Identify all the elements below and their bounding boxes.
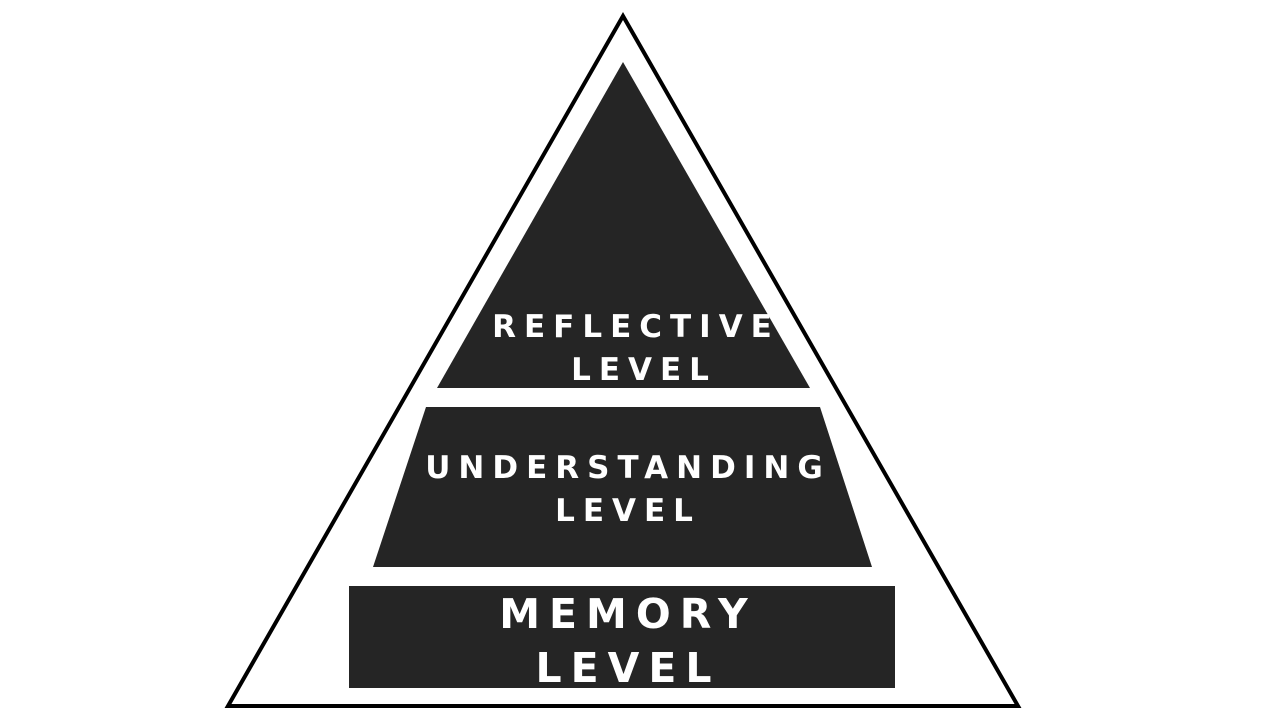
understanding-level: UNDERSTANDING LEVEL <box>373 407 872 567</box>
reflective-level-label-line2: LEVEL <box>571 352 717 388</box>
understanding-level-shape <box>373 407 872 567</box>
reflective-level-label-line1: REFLECTIVE <box>492 309 780 345</box>
memory-level: MEMORY LEVEL <box>349 586 895 692</box>
memory-level-label-line2: LEVEL <box>536 644 721 692</box>
memory-level-shape <box>349 586 895 688</box>
memory-level-label-line1: MEMORY <box>499 590 756 638</box>
understanding-level-label-line2: LEVEL <box>555 493 701 529</box>
understanding-level-label-line1: UNDERSTANDING <box>425 450 831 486</box>
reflective-level: REFLECTIVE LEVEL <box>437 62 810 388</box>
reflective-level-shape <box>437 62 810 388</box>
